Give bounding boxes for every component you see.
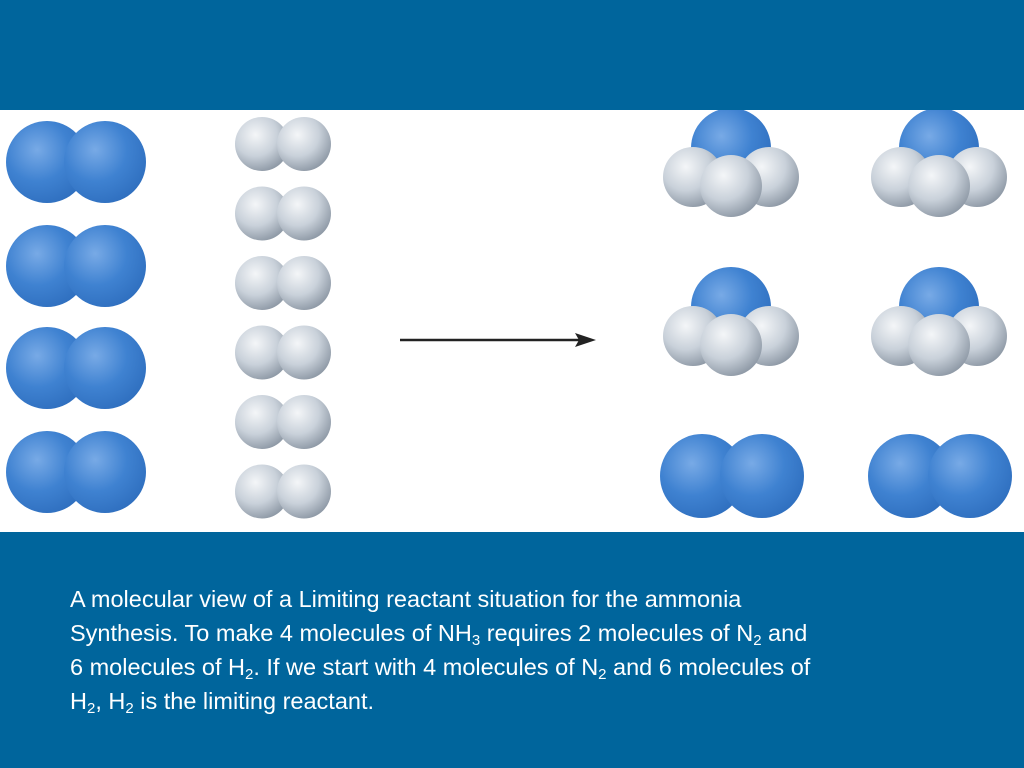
hydrogen-atom (235, 325, 289, 380)
h2-molecule (235, 395, 331, 449)
nh3-molecule (871, 267, 1007, 376)
caption-line-4: H2, H2 is the limiting reactant. (70, 688, 375, 717)
h2-molecule (235, 464, 331, 519)
hydrogen-atom (235, 395, 289, 449)
nitrogen-atom (64, 225, 146, 307)
hydrogen-atom (908, 155, 970, 217)
caption-line-2: Synthesis. To make 4 molecules of NH3 re… (70, 620, 808, 649)
hydrogen-atom (235, 117, 289, 171)
leftover-n2-molecule (868, 434, 1012, 518)
nh3-molecule (871, 110, 1007, 217)
h2-molecule (235, 117, 331, 171)
n2-molecule (6, 121, 146, 203)
nh3-molecule (663, 110, 799, 217)
hydrogen-atom (700, 314, 762, 376)
nitrogen-atom (64, 431, 146, 513)
nitrogen-atom (64, 327, 146, 409)
reactant-h2-column (235, 117, 331, 519)
nh3-molecule (663, 267, 799, 376)
hydrogen-atom (277, 464, 331, 519)
h2-molecule (235, 256, 331, 310)
caption-line-3: 6 molecules of H2. If we start with 4 mo… (70, 654, 811, 683)
hydrogen-atom (277, 186, 331, 241)
nitrogen-atom (6, 327, 88, 409)
h2-molecule (235, 325, 331, 380)
n2-molecule (6, 225, 146, 307)
title-band (0, 0, 1024, 110)
nitrogen-atom (928, 434, 1012, 518)
leftover-n2-group (660, 434, 1012, 518)
leftover-n2-molecule (660, 434, 804, 518)
hydrogen-atom (277, 395, 331, 449)
figure-panel (0, 110, 1024, 532)
reaction-arrow-icon (400, 333, 596, 347)
nitrogen-atom (64, 121, 146, 203)
hydrogen-atom (235, 256, 289, 310)
h2-molecule (235, 186, 331, 241)
product-nh3-group (663, 110, 1007, 376)
hydrogen-atom (700, 155, 762, 217)
n2-molecule (6, 431, 146, 513)
hydrogen-atom (277, 256, 331, 310)
nitrogen-atom (6, 121, 88, 203)
nitrogen-atom (6, 431, 88, 513)
molecular-diagram (6, 110, 1012, 519)
hydrogen-atom (235, 464, 289, 519)
hydrogen-atom (908, 314, 970, 376)
nitrogen-atom (660, 434, 744, 518)
reactant-n2-column (6, 121, 146, 513)
nitrogen-atom (720, 434, 804, 518)
hydrogen-atom (235, 186, 289, 241)
hydrogen-atom (277, 325, 331, 380)
caption-line-1: A molecular view of a Limiting reactant … (70, 586, 742, 612)
nitrogen-atom (868, 434, 952, 518)
caption: A molecular view of a Limiting reactant … (70, 582, 990, 718)
hydrogen-atom (277, 117, 331, 171)
nitrogen-atom (6, 225, 88, 307)
n2-molecule (6, 327, 146, 409)
